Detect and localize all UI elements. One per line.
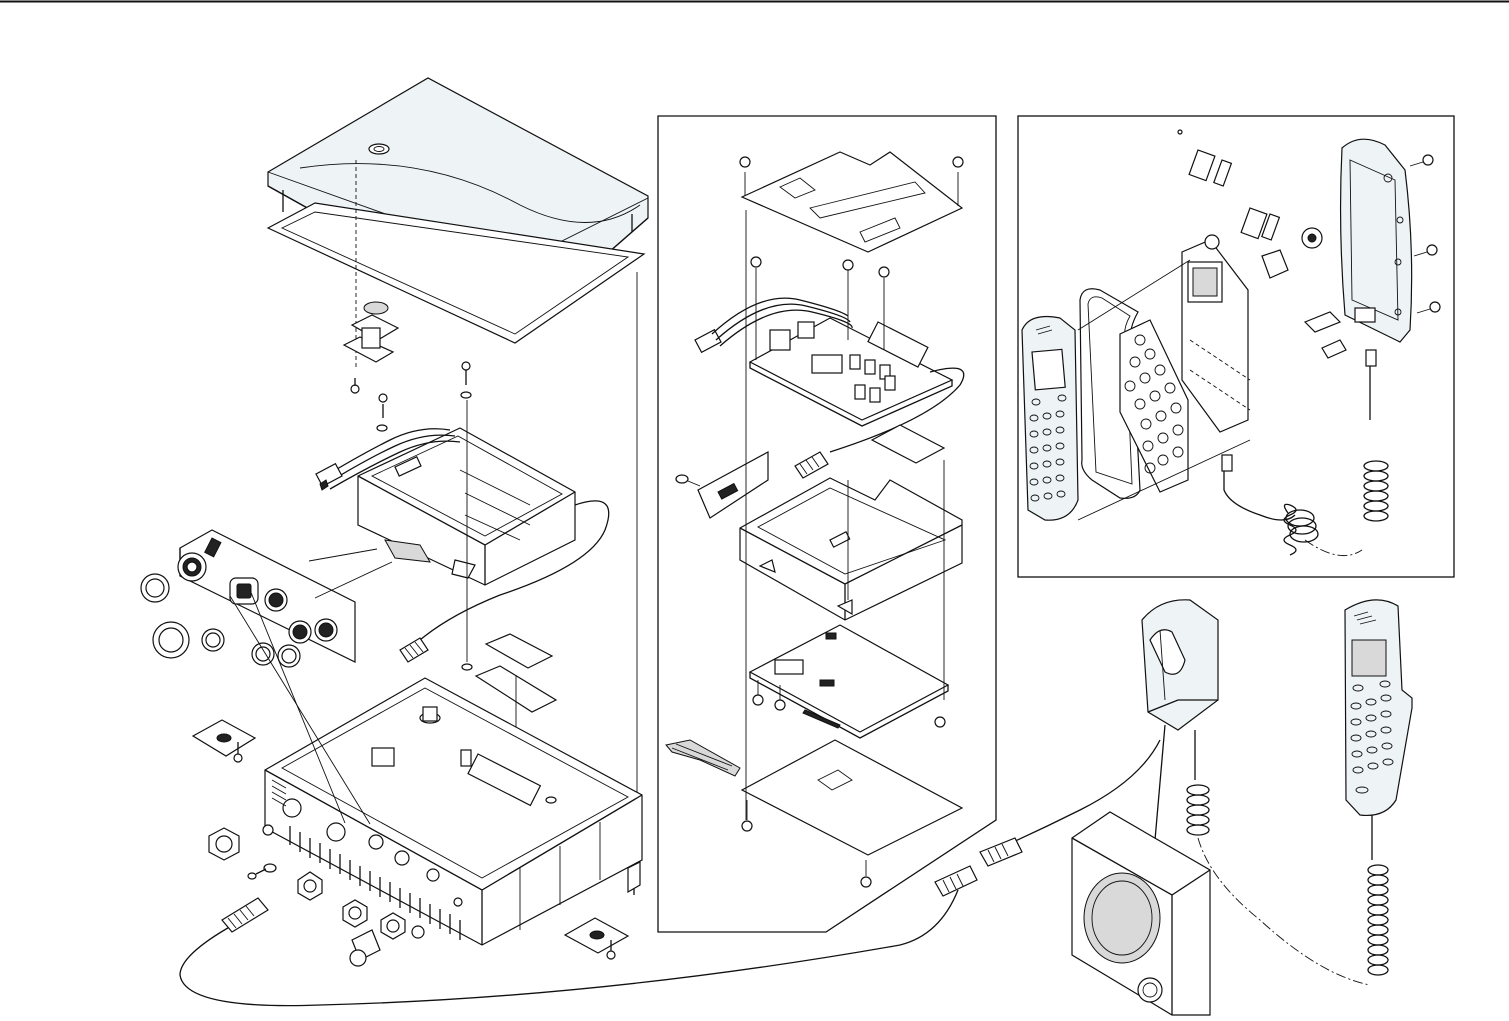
top-shield <box>740 152 963 252</box>
pcb-chassis <box>740 478 962 620</box>
switch-bracket <box>344 302 398 362</box>
inline-connectors <box>935 838 1022 896</box>
handset-front-shell <box>1022 317 1078 521</box>
lower-cable <box>180 890 958 1006</box>
mounting-bracket-left <box>193 720 255 762</box>
handset-cradle <box>1142 600 1218 730</box>
screws-top <box>351 362 471 431</box>
accessories <box>935 600 1412 1015</box>
main-pcb <box>695 257 964 452</box>
handset-assembled <box>1345 600 1412 975</box>
bottom-shield <box>742 740 962 887</box>
pcb-stack-panel <box>658 116 996 932</box>
lower-housing <box>263 678 642 945</box>
handset-exploded-panel <box>1018 116 1454 577</box>
lower-pcb <box>750 625 948 738</box>
side-board <box>676 452 768 518</box>
display-pcb <box>1182 235 1250 432</box>
main-module <box>358 428 575 585</box>
speaker <box>1072 812 1210 1015</box>
handset-back-shell <box>1341 139 1412 342</box>
